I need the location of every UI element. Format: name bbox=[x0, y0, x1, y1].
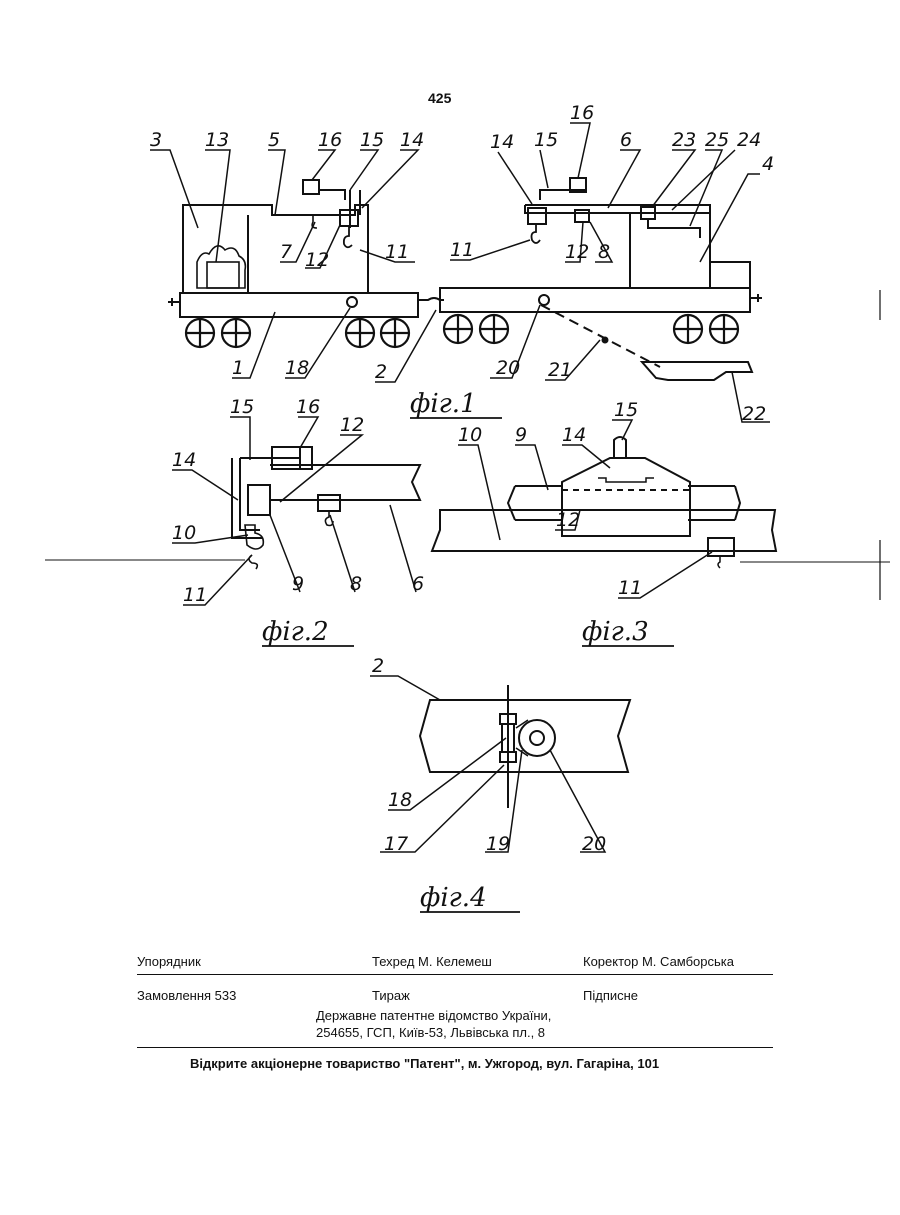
fig1-ref-24: 24 bbox=[737, 129, 761, 151]
fig3-caption: фiг.3 bbox=[582, 617, 649, 647]
fig1-ref-21: 21 bbox=[548, 359, 572, 381]
compiler-label: Упорядник bbox=[137, 954, 201, 969]
fig2-ref-14: 14 bbox=[172, 449, 196, 471]
rule-top bbox=[137, 974, 773, 975]
fig1-ref-15: 15 bbox=[534, 129, 558, 151]
patent-drawings: 3135161514712111182141516623252441112820… bbox=[0, 0, 900, 960]
fig4-ref-18: 18 bbox=[388, 789, 412, 811]
fig1-ref-14: 14 bbox=[490, 131, 514, 153]
fig4-caption: фiг.4 bbox=[420, 883, 487, 913]
fig2-caption: фiг.2 bbox=[262, 617, 329, 647]
fig1-ref-20: 20 bbox=[496, 357, 520, 379]
techred-line: Техред М. Келемеш bbox=[372, 954, 492, 969]
fig1-ref-7: 7 bbox=[280, 241, 292, 263]
fig1-caption: фiг.1 bbox=[410, 389, 477, 419]
fig2-ref-11: 11 bbox=[183, 584, 207, 606]
sled bbox=[642, 362, 752, 380]
fig3-ref-14: 14 bbox=[562, 424, 586, 446]
fig1-ref-3: 3 bbox=[150, 129, 162, 151]
office-line-2: 254655, ГСП, Київ-53, Львівська пл., 8 bbox=[316, 1025, 545, 1040]
right-wagon-platform bbox=[440, 288, 750, 312]
fig1-ref-5: 5 bbox=[268, 129, 280, 151]
rule-bottom bbox=[137, 1047, 773, 1048]
fig4-ref-20: 20 bbox=[582, 833, 606, 855]
fig1-ref-13: 13 bbox=[205, 129, 229, 151]
subscription-line: Підписне bbox=[583, 988, 638, 1003]
fig3-ref-9: 9 bbox=[515, 424, 527, 446]
fig3-ref-11: 11 bbox=[618, 577, 642, 599]
fig4-ref-17: 17 bbox=[384, 833, 408, 855]
fig2-ref-6: 6 bbox=[412, 573, 424, 595]
fig3-ref-15: 15 bbox=[614, 399, 638, 421]
fig2-ref-9: 9 bbox=[292, 573, 304, 595]
corrector-line: Коректор М. Самборська bbox=[583, 954, 734, 969]
fig1-ref-18: 18 bbox=[285, 357, 309, 379]
fig1-ref-12: 12 bbox=[565, 241, 589, 263]
fig1-ref-12: 12 bbox=[305, 249, 329, 271]
circulation-line: Тираж bbox=[372, 988, 410, 1003]
printer-line: Відкрите акціонерне товариство "Патент",… bbox=[190, 1056, 659, 1071]
fig1-ref-4: 4 bbox=[762, 153, 774, 175]
fig1-ref-16: 16 bbox=[570, 102, 594, 124]
fig1-ref-22: 22 bbox=[742, 403, 766, 425]
fig3-ref-10: 10 bbox=[458, 424, 482, 446]
office-line-1: Державне патентне відомство України, bbox=[316, 1008, 551, 1023]
order-line: Замовлення 533 bbox=[137, 988, 236, 1003]
fig1-ref-6: 6 bbox=[620, 129, 632, 151]
fig1-ref-2: 2 bbox=[375, 361, 387, 383]
fig2-ref-8: 8 bbox=[350, 573, 362, 595]
left-drive-unit bbox=[303, 180, 319, 194]
fig1-ref-14: 14 bbox=[400, 129, 424, 151]
fig1-ref-25: 25 bbox=[705, 129, 729, 151]
fig1-ref-15: 15 bbox=[360, 129, 384, 151]
left-wagon-platform bbox=[180, 293, 418, 317]
fig2-ref-16: 16 bbox=[296, 396, 320, 418]
figure-3 bbox=[432, 420, 776, 598]
fig1-ref-11: 11 bbox=[385, 241, 409, 263]
fig1-ref-1: 1 bbox=[232, 357, 244, 379]
fig4-ref-2: 2 bbox=[372, 655, 384, 677]
figure-4 bbox=[370, 676, 630, 852]
fig2-ref-15: 15 bbox=[230, 396, 254, 418]
gripper-body bbox=[562, 458, 690, 536]
fig1-ref-8: 8 bbox=[598, 241, 610, 263]
fig4-ref-19: 19 bbox=[486, 833, 510, 855]
fig1-ref-23: 23 bbox=[672, 129, 696, 151]
fig2-ref-12: 12 bbox=[340, 414, 364, 436]
fig2-ref-10: 10 bbox=[172, 522, 196, 544]
fig1-ref-11: 11 bbox=[450, 239, 474, 261]
fig3-ref-12: 12 bbox=[556, 509, 580, 531]
fig1-ref-16: 16 bbox=[318, 129, 342, 151]
